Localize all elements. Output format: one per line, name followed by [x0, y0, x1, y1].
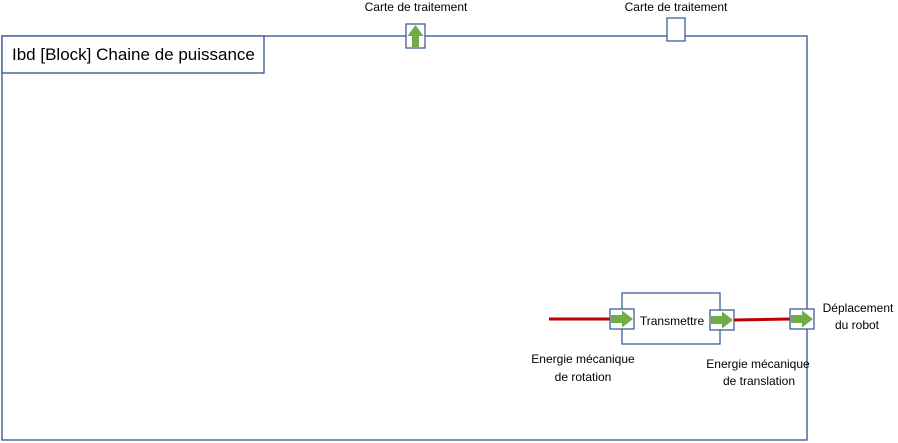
port-block-output[interactable] — [709, 309, 735, 331]
port-label-carte-traitement-right: Carte de traitement — [625, 0, 728, 14]
port-label-deplacement-line1: Déplacement — [823, 301, 894, 315]
right-arrow-icon — [711, 311, 733, 329]
right-arrow-icon — [791, 310, 813, 328]
up-arrow-icon — [407, 25, 424, 47]
port-label-deplacement-line2: du robot — [835, 318, 880, 332]
block-transmettre-label: Transmettre — [640, 314, 705, 328]
port-block-input[interactable] — [609, 308, 635, 330]
flow-label-rotation-line1: Energie mécanique — [531, 352, 635, 366]
port-label-carte-traitement-left: Carte de traitement — [365, 0, 468, 14]
port-carte-traitement-left[interactable] — [405, 23, 426, 49]
port-deplacement-robot[interactable] — [789, 308, 815, 330]
flow-label-rotation-line2: de rotation — [555, 370, 612, 384]
ibd-frame — [1, 35, 808, 441]
flow-line-translation — [733, 317, 791, 322]
flow-label-translation-line1: Energie mécanique — [706, 357, 810, 371]
port-carte-traitement-right[interactable] — [666, 17, 686, 42]
diagram-title: Ibd [Block] Chaine de puissance — [12, 45, 255, 64]
title-box — [1, 35, 265, 74]
right-arrow-icon — [611, 310, 633, 328]
flow-label-translation-line2: de translation — [723, 374, 795, 388]
